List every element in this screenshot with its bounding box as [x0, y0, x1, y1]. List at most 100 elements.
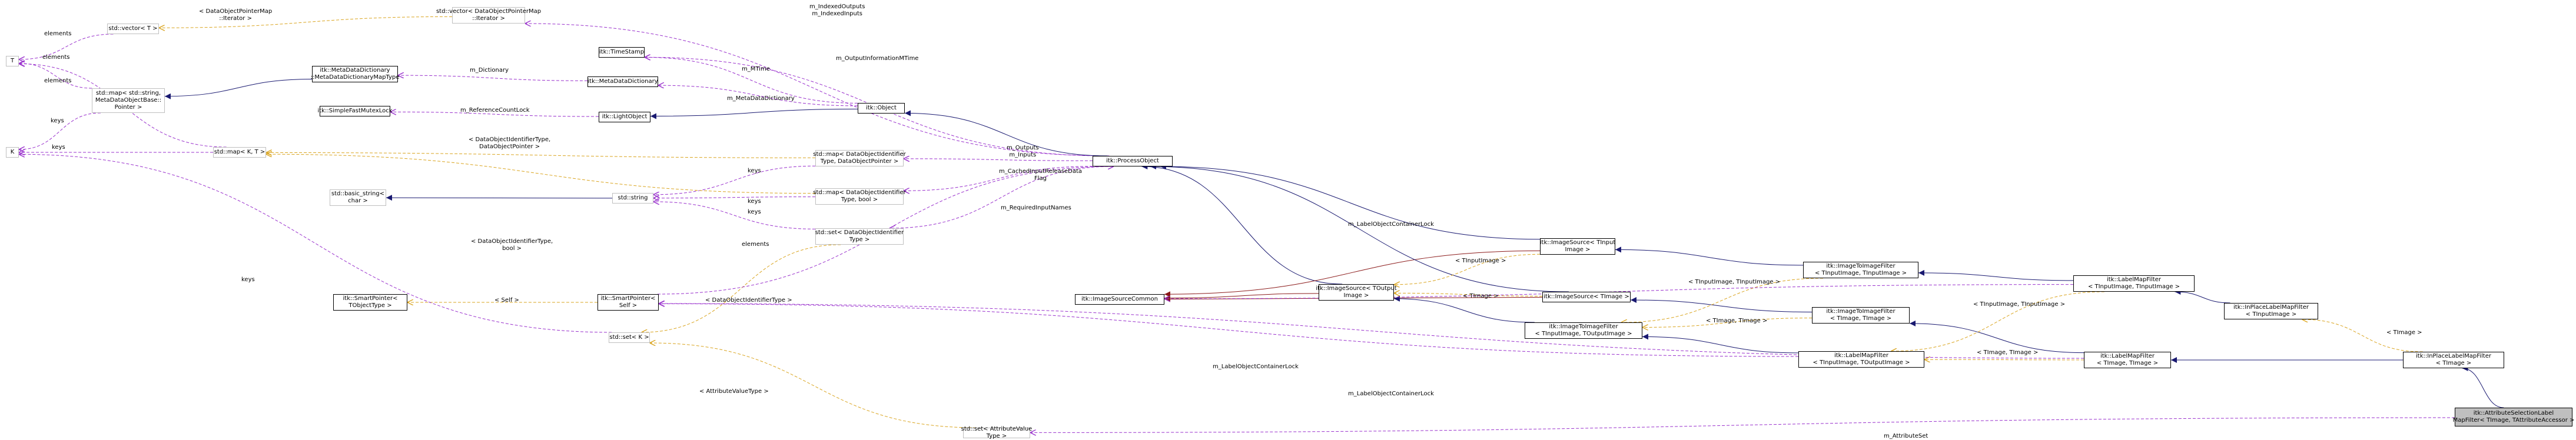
edge-usage [653, 165, 816, 195]
node-line: < TInputImage, TOutputImage > [1535, 331, 1632, 337]
node-line: std::map< std::string, [95, 90, 161, 96]
node-line: itk::MetaDataDictionary [587, 78, 658, 85]
edge-inheritance [164, 79, 313, 99]
node-line: std::map< K, T > [214, 149, 265, 155]
edge-usage [904, 159, 1093, 161]
edge-usage [653, 202, 816, 229]
node-line: itk::InPlaceLabelMapFilter [2416, 353, 2491, 359]
node-line: std::basic_string< [331, 191, 385, 197]
node-line: T [10, 58, 15, 64]
node-line: itk::SmartPointer< [343, 295, 398, 302]
edge-inheritance [1160, 164, 1541, 240]
node-line: std::set< K > [609, 334, 649, 341]
node-line: itk::AttributeSelectionLabel [2473, 410, 2554, 416]
node-image-source-tinput[interactable]: itk::ImageSource< TInput Image > [1540, 238, 1615, 255]
node-line: itk::ImageToImageFilter [1826, 308, 1896, 315]
edge-template [266, 152, 816, 158]
node-map-kt[interactable]: std::map< K, T > [213, 147, 266, 158]
node-simple-mutex[interactable]: itk::SimpleFastMutexLock [317, 106, 393, 116]
node-line: K [10, 149, 15, 155]
node-k[interactable]: K [6, 147, 19, 158]
edge-usage [390, 112, 599, 117]
node-line: < TImage > [2435, 360, 2472, 366]
node-string[interactable]: std::string [612, 193, 653, 204]
node-t[interactable]: T [6, 56, 19, 66]
node-line: std::vector< T > [108, 25, 158, 32]
node-metadata-dictionary[interactable]: itk::MetaDataDictionary [587, 76, 658, 87]
node-image-to-image-timage[interactable]: itk::ImageToImageFilter < TImage, TImage… [1812, 307, 1910, 324]
node-basic-string[interactable]: std::basic_string< char > [330, 189, 386, 206]
node-line: Type, DataObjectPointer > [820, 158, 899, 165]
edge-template [159, 16, 453, 28]
node-object[interactable]: itk::Object [858, 103, 905, 114]
node-set-doi[interactable]: std::set< DataObjectIdentifier Type > [815, 228, 904, 245]
node-smart-pointer-tobject[interactable]: itk::SmartPointer< TObjectType > [333, 294, 407, 311]
edge-usage [904, 166, 1093, 191]
node-line: itk::ImageSourceCommon [1081, 296, 1158, 302]
edge-inheritance [904, 110, 1108, 156]
node-line: < TInputImage, TInputImage > [1814, 270, 1907, 276]
node-label-map-timage[interactable]: itk::LabelMapFilter < TImage, TImage > [2084, 352, 2171, 368]
node-line: itk::LabelMapFilter [2100, 353, 2155, 359]
node-map-doi-bool[interactable]: std::map< DataObjectIdentifier Type, boo… [813, 188, 906, 205]
node-inplace-label-map-timage[interactable]: itk::InPlaceLabelMapFilter < TImage > [2403, 352, 2504, 368]
node-vector-dopi[interactable]: std::vector< DataObjectPointerMap ::Iter… [436, 7, 541, 24]
edge-template [650, 343, 977, 428]
node-line: < TImage, TImage > [2096, 360, 2159, 366]
node-line: char > [348, 198, 368, 204]
edge-usage [658, 85, 858, 106]
edge-usage [645, 57, 858, 104]
node-line: itk::Object [866, 105, 897, 111]
node-line: itk::LabelMapFilter [2106, 276, 2162, 283]
node-set-k[interactable]: std::set< K > [609, 332, 650, 343]
edge-template [1621, 278, 1823, 322]
edge-usage [19, 34, 114, 59]
edge-usage [19, 154, 612, 333]
node-mdd-map-type[interactable]: itk::MetaDataDictionary ::MetaDataDictio… [310, 66, 400, 82]
node-image-source-common[interactable]: itk::ImageSourceCommon [1075, 294, 1164, 305]
node-map-doi-dop[interactable]: std::map< DataObjectIdentifier Type, Dat… [813, 150, 906, 166]
node-label-map-in-in[interactable]: itk::LabelMapFilter < TInputImage, TInpu… [2073, 275, 2195, 292]
node-line: itk::InPlaceLabelMapFilter [2233, 304, 2309, 311]
node-line: < TInputImage > [2245, 311, 2297, 318]
edge-inheritance [2175, 289, 2230, 304]
node-line: TObjectType > [348, 302, 392, 309]
edge-private_inheritance [1164, 250, 1541, 298]
node-image-to-image-in-in[interactable]: itk::ImageToImageFilter < TInputImage, T… [1803, 262, 1918, 278]
edge-usage [645, 57, 1108, 156]
edge-template [1642, 318, 1813, 328]
node-inplace-label-map-in[interactable]: itk::InPlaceLabelMapFilter < TInputImage… [2224, 303, 2318, 319]
node-image-to-image-in-out[interactable]: itk::ImageToImageFilter < TInputImage, T… [1525, 322, 1642, 339]
node-smart-pointer-self[interactable]: itk::SmartPointer< Self > [597, 294, 659, 311]
node-line: itk::ImageToImageFilter [1826, 263, 1896, 269]
node-line: Image > [1343, 292, 1369, 299]
node-line: ::MetaDataDictionaryMapType [310, 74, 400, 81]
node-image-source-timage[interactable]: itk::ImageSource< TImage > [1542, 292, 1631, 302]
edge-usage [653, 197, 816, 198]
node-process-object[interactable]: itk::ProcessObject [1093, 156, 1173, 166]
node-timestamp[interactable]: itk::TimeStamp [599, 47, 645, 58]
edge-usage [19, 64, 92, 89]
edge-template [641, 244, 841, 332]
node-label-map-in-out[interactable]: itk::LabelMapFilter < TInputImage, TOutp… [1798, 351, 1924, 368]
node-image-source-toutput[interactable]: itk::ImageSource< TOutput Image > [1316, 284, 1397, 301]
node-map-dict[interactable]: std::map< std::string, MetaDataObjectBas… [92, 88, 165, 113]
edge-template [1394, 254, 1541, 284]
node-line: itk::ProcessObject [1106, 158, 1159, 164]
node-line: std::map< DataObjectIdentifier [813, 151, 906, 158]
node-line: itk::TimeStamp [599, 49, 645, 55]
edge-usage [889, 166, 1114, 228]
node-line: Self > [619, 302, 638, 309]
node-attribute-selection-label-map-filter[interactable]: itk::AttributeSelectionLabel MapFilter< … [2453, 408, 2574, 426]
edge-usage [19, 112, 101, 149]
node-light-object[interactable]: itk::LightObject [599, 112, 650, 122]
node-vector-t[interactable]: std::vector< T > [107, 24, 159, 34]
node-line: std::set< DataObjectIdentifier [815, 229, 904, 236]
edge-inheritance [1630, 296, 1813, 312]
node-set-attribute[interactable]: std::set< AttributeValue Type > [961, 426, 1033, 439]
node-line: itk::LightObject [602, 114, 648, 120]
edge-inheritance [1615, 246, 1804, 266]
node-line: std::string [618, 195, 648, 201]
node-line: std::vector< DataObjectPointerMap [436, 8, 542, 15]
